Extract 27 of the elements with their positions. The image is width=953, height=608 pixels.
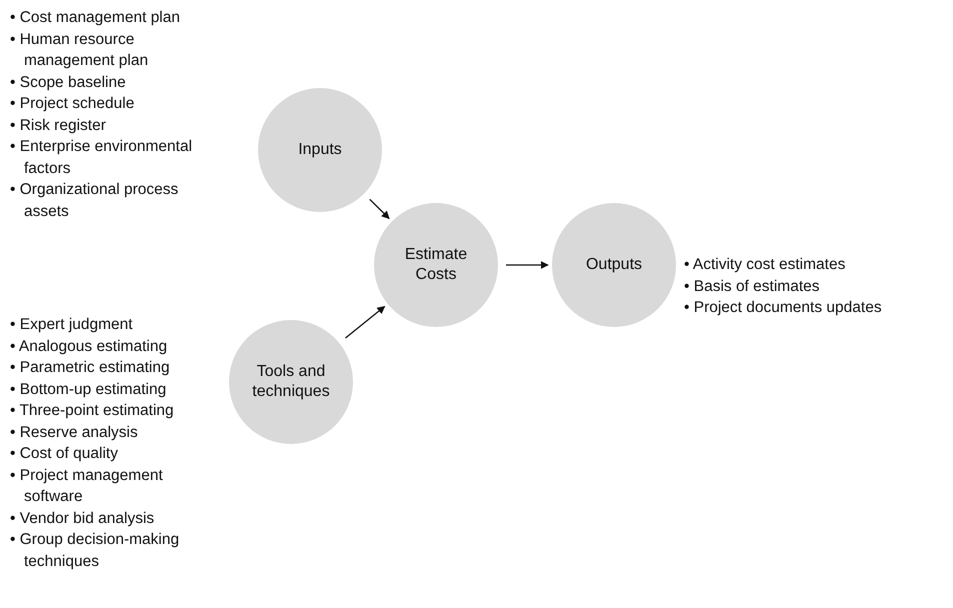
bullet-item: • Activity cost estimates [684,255,846,275]
bullet-item: • Project management software [10,466,164,507]
bullet-item: • Project schedule [10,94,136,114]
node-label: Outputs [586,255,642,275]
bullet-item: • Enterprise environmental factors [10,137,194,178]
bullet-item: • Vendor bid analysis [10,508,156,528]
arrow [345,306,386,339]
bullet-item: • Project documents updates [684,298,883,318]
bullet-item: • Cost management plan [10,8,181,28]
bullet-item: • Human resource management plan [10,30,150,71]
bullet-item: • Reserve analysis [10,422,139,442]
bullet-item: • Expert judgment [10,315,134,335]
node-label: Inputs [298,140,342,160]
node-label: Estimate Costs [404,245,468,285]
bullet-item: • Three-point estimating [10,401,175,421]
arrow [369,198,390,220]
bullet-item: • Parametric estimating [10,358,171,378]
bullet-item: • Organizational process assets [10,180,180,222]
bullet-item: • Risk register [10,116,107,136]
node-label: Tools and techniques [251,362,331,402]
bullet-item: • Analogous estimating [10,336,168,356]
arrow [506,261,549,269]
bullet-item: • Cost of quality [10,444,119,464]
bullet-item: • Scope baseline [10,72,127,92]
bullet-item: • Group decision-making techniques [10,530,180,572]
bullet-item: • Bottom-up estimating [10,380,168,400]
bullet-item: • Basis of estimates [684,276,821,296]
